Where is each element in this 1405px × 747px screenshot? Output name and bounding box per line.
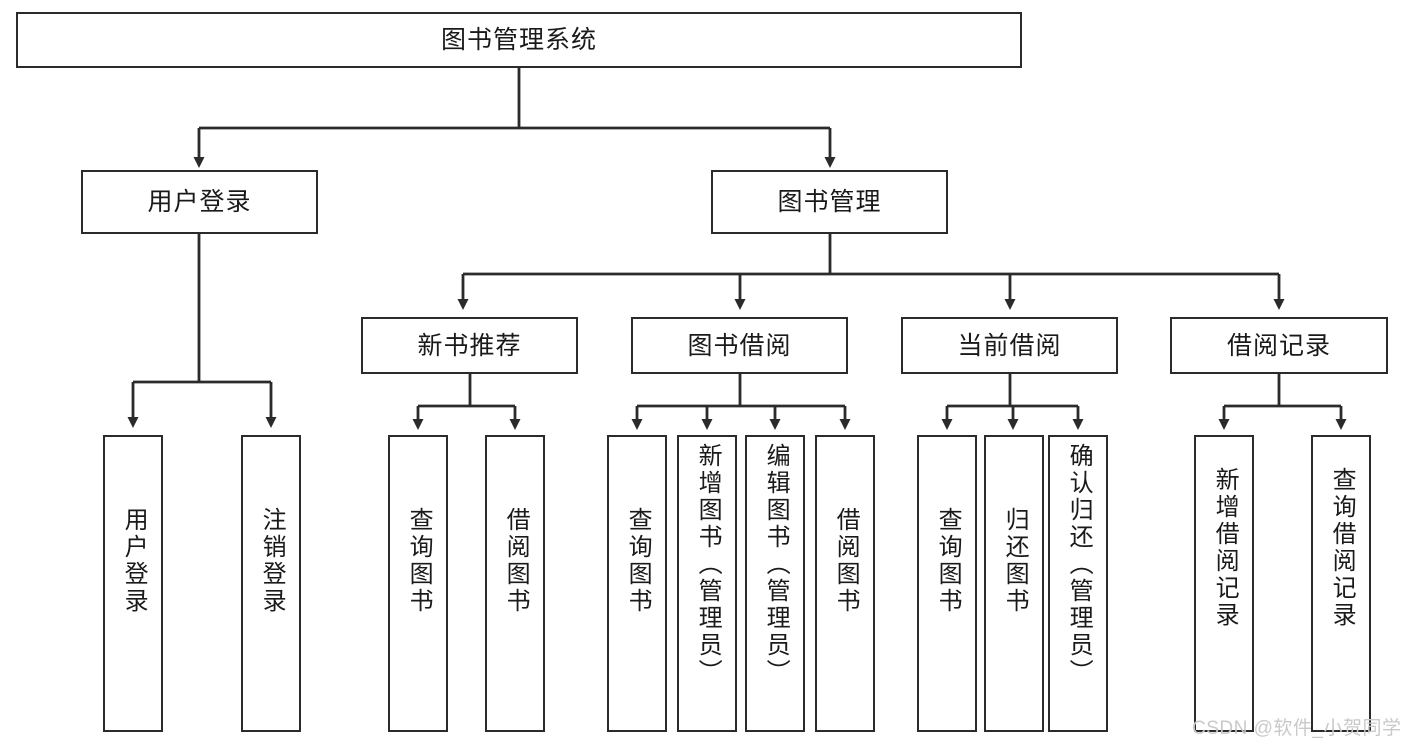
node-root-label: 图书管理系统 [440,26,597,54]
node-book-management-label: 图书管理 [777,188,882,216]
leaf-label: 归还图书 [1001,507,1029,615]
leaf-label: 查询图书 [624,507,652,615]
leaf-label: 查询借阅记录 [1328,467,1356,629]
node-book-management[interactable]: 图书管理 [711,170,948,234]
leaf-book-borrow-add-admin[interactable]: 新增图书（管理员） [677,435,737,732]
node-book-borrow-label: 图书借阅 [687,331,792,360]
leaf-book-borrow-query[interactable]: 查询图书 [607,435,667,732]
leaf-user-login-login[interactable]: 用户登录 [103,435,163,732]
node-book-borrow[interactable]: 图书借阅 [631,317,848,374]
node-new-book-recommend-label: 新书推荐 [417,331,522,360]
leaf-borrow-record-query[interactable]: 查询借阅记录 [1311,435,1371,732]
leaf-label: 确认归还（管理员） [1065,443,1093,686]
leaf-label: 新增借阅记录 [1211,467,1239,629]
node-new-book-recommend[interactable]: 新书推荐 [361,317,578,374]
leaf-label: 借阅图书 [832,507,860,615]
node-borrow-record[interactable]: 借阅记录 [1170,317,1388,374]
leaf-current-borrow-confirm-admin[interactable]: 确认归还（管理员） [1048,435,1108,732]
leaf-label: 查询图书 [405,507,433,615]
node-current-borrow[interactable]: 当前借阅 [901,317,1118,374]
node-user-login[interactable]: 用户登录 [81,170,318,234]
node-borrow-record-label: 借阅记录 [1226,331,1331,360]
leaf-label: 查询图书 [934,507,962,615]
leaf-label: 新增图书（管理员） [694,443,722,686]
csdn-watermark: CSDN @软件_小贺同学 [1192,718,1402,739]
leaf-user-login-logout[interactable]: 注销登录 [241,435,301,732]
node-root-system[interactable]: 图书管理系统 [16,12,1022,68]
leaf-book-borrow-edit-admin[interactable]: 编辑图书（管理员） [745,435,805,732]
leaf-new-book-borrow[interactable]: 借阅图书 [485,435,545,732]
leaf-label: 注销登录 [258,507,286,615]
leaf-label: 借阅图书 [502,507,530,615]
leaf-book-borrow-borrow[interactable]: 借阅图书 [815,435,875,732]
leaf-new-book-query[interactable]: 查询图书 [388,435,448,732]
leaf-current-borrow-return[interactable]: 归还图书 [984,435,1044,732]
node-user-login-label: 用户登录 [147,188,252,216]
node-current-borrow-label: 当前借阅 [957,331,1062,360]
leaf-borrow-record-add[interactable]: 新增借阅记录 [1194,435,1254,732]
leaf-current-borrow-query[interactable]: 查询图书 [917,435,977,732]
leaf-label: 编辑图书（管理员） [762,443,790,686]
leaf-label: 用户登录 [120,507,148,615]
